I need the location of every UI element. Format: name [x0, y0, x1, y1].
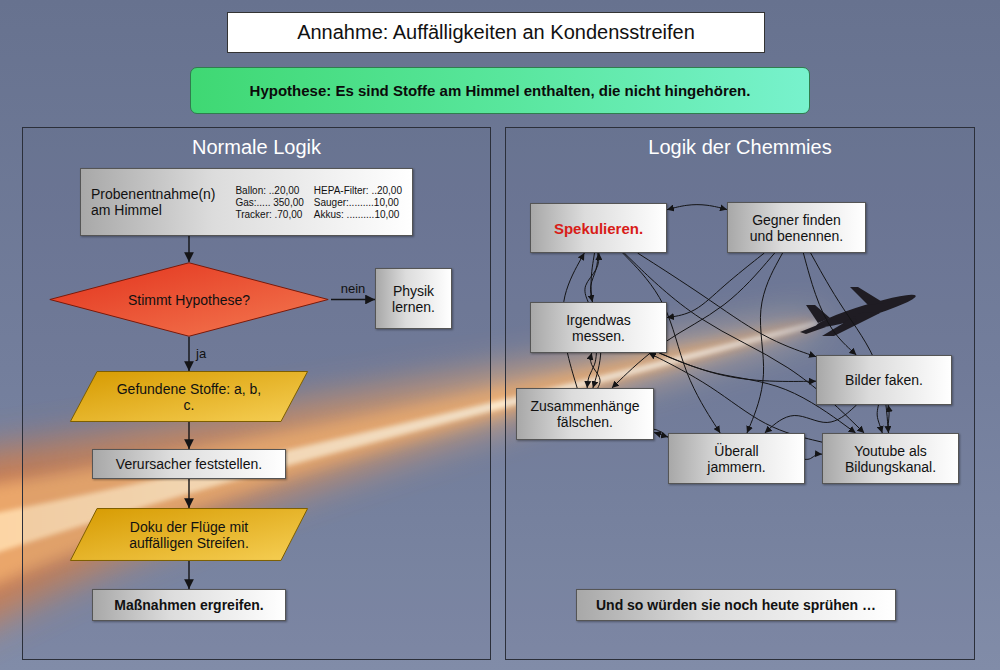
node-text: Doku der Flüge mit auffälligen Streifen.: [102, 519, 277, 551]
edge-label: nein: [341, 281, 366, 296]
process-box: Und so würden sie noch heute sprühen …: [576, 589, 896, 621]
text-wrap: Spekulieren.: [554, 220, 643, 237]
text-wrap: Gefundene Stoffe: a, b, c.: [114, 381, 264, 413]
node-text: Gegner finden und benennen.: [742, 212, 852, 244]
process-box: Bilder faken.: [816, 355, 952, 405]
text-wrap: Physik lernen.: [382, 283, 445, 315]
edge-label: ja: [196, 346, 206, 361]
process-box: Maßnahmen ergreifen.: [92, 589, 286, 621]
process-box: Verursacher feststellen.: [92, 449, 286, 479]
panel-heading: Logik der Chemmies: [506, 136, 974, 159]
decision-diamond: Stimmt Hypothese?: [47, 262, 331, 337]
text-wrap: Irgendwas messen.: [549, 312, 649, 344]
node-text: Irgendwas messen.: [549, 312, 649, 344]
cost-entry: Tracker: .70,00: [235, 209, 303, 220]
process-box: Irgendwas messen.: [530, 302, 667, 353]
text-wrap: Youtube als Bildungskanal.: [836, 443, 946, 475]
sampling-title: Probenentnahme(n) am Himmel: [91, 186, 221, 218]
shape-fill: [50, 263, 328, 337]
process-box: Physik lernen.: [375, 268, 452, 329]
panel-heading: Normale Logik: [23, 136, 490, 159]
process-box: Überall jammern.: [668, 433, 805, 484]
text-wrap: Zusammenhänge fälschen.: [523, 398, 647, 430]
cost-entry: Akkus: ..........10,00: [314, 209, 402, 220]
text-wrap: Bilder faken.: [845, 372, 923, 388]
data-parallelogram: Gefundene Stoffe: a, b, c.: [68, 371, 310, 422]
diagram-title: Annahme: Auffälligkeiten an Kondensstrei…: [297, 21, 695, 44]
cost-entry: Gas:..... 350,00: [235, 197, 303, 208]
process-box: Youtube als Bildungskanal.: [822, 433, 959, 484]
sampling-box: Probenentnahme(n) am Himmel Ballon: ..20,…: [80, 168, 413, 236]
node-text: Zusammenhänge fälschen.: [523, 398, 647, 430]
node-text: Physik lernen.: [382, 283, 445, 315]
text-wrap: Und so würden sie noch heute sprühen …: [596, 597, 876, 613]
cost-table: Ballon: ..20,00 HEPA-Filter: ..20,00Gas:.…: [235, 185, 402, 220]
node-text: Probenentnahme(n) am Himmel: [91, 186, 221, 218]
node-text: Gefundene Stoffe: a, b, c.: [114, 381, 264, 413]
logic-panel: Probenentnahme(n) am Himmel Ballon: ..20,…: [22, 127, 491, 660]
node-text: Bilder faken.: [845, 372, 923, 388]
logic-panel: Spekulieren. Gegner finden und benennen. I…: [505, 127, 975, 660]
cost-entry: Ballon: ..20,00: [235, 185, 303, 196]
text-wrap: Hypothese: Es sind Stoffe am Himmel enth…: [250, 82, 751, 99]
node-text: Hypothese: Es sind Stoffe am Himmel enth…: [250, 82, 751, 99]
title-box: Annahme: Auffälligkeiten an Kondensstrei…: [227, 12, 765, 53]
node-text: Verursacher feststellen.: [116, 456, 262, 472]
hypothesis-box: Hypothese: Es sind Stoffe am Himmel enth…: [190, 67, 810, 114]
node-text: Und so würden sie noch heute sprühen …: [596, 597, 876, 613]
node-text: Stimmt Hypothese?: [128, 292, 250, 308]
node-text: Maßnahmen ergreifen.: [114, 597, 263, 613]
cost-entry: HEPA-Filter: ..20,00: [314, 185, 402, 196]
text-wrap: Stimmt Hypothese?: [128, 292, 250, 308]
text-wrap: Überall jammern.: [697, 443, 777, 475]
text-wrap: Gegner finden und benennen.: [742, 212, 852, 244]
cost-entry: Sauger:.........10,00: [314, 197, 402, 208]
node-text: Überall jammern.: [697, 443, 777, 475]
text-wrap: Maßnahmen ergreifen.: [114, 597, 263, 613]
shape-fill: [70, 509, 307, 561]
shape-fill: [70, 372, 307, 422]
text-wrap: Verursacher feststellen.: [116, 456, 262, 472]
data-parallelogram: Doku der Flüge mit auffälligen Streifen.: [68, 508, 310, 561]
text-wrap: Doku der Flüge mit auffälligen Streifen.: [102, 519, 277, 551]
process-box: Spekulieren.: [530, 203, 667, 253]
node-text: Spekulieren.: [554, 220, 643, 237]
process-box: Gegner finden und benennen.: [727, 202, 866, 253]
process-box: Zusammenhänge fälschen.: [516, 388, 654, 440]
node-text: Youtube als Bildungskanal.: [836, 443, 946, 475]
